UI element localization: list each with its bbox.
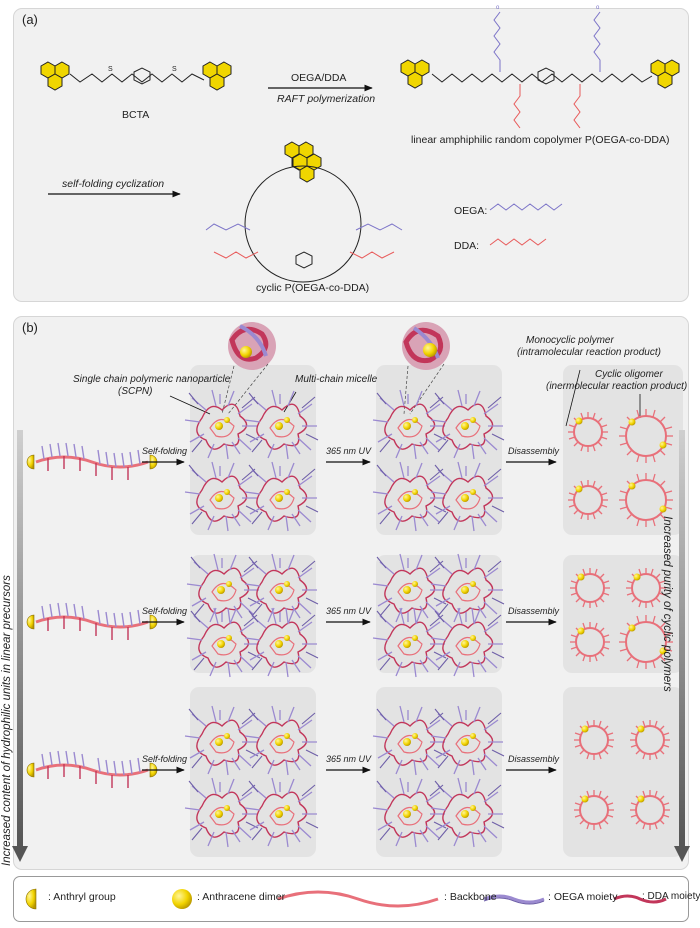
svg-text:S: S — [108, 66, 113, 73]
mono-leader — [565, 369, 581, 427]
legend-oega-label: : OEGA moiety — [548, 891, 618, 903]
linear-precursor-row3 — [25, 749, 159, 790]
cyclic-box-row1 — [563, 365, 683, 535]
legend-anthryl-label: : Anthryl group — [48, 891, 116, 903]
oligo-label-1: Cyclic oligomer — [595, 369, 663, 380]
bcta-label: BCTA — [122, 109, 150, 121]
cyclic-box-row3 — [563, 687, 683, 857]
micelle-label: Multi-chain micelle — [295, 374, 378, 385]
mono-label-2: (intramolecular reaction product) — [517, 347, 661, 358]
reagents-label: OEGA/DDA — [291, 72, 347, 84]
legend-backbone-label: : Backbone — [444, 891, 497, 903]
legend-anthryl-swatch — [25, 888, 37, 910]
mono-label-1: Monocyclic polymer — [526, 335, 614, 346]
scpn-leader — [169, 395, 211, 415]
cyclic-box-row2 — [563, 555, 683, 673]
left-trend-arrow — [12, 430, 28, 862]
dda-monomer — [489, 238, 547, 246]
legend-dda-label: : DDA moiety — [642, 891, 700, 902]
legend-oega-swatch — [483, 894, 545, 904]
scpn-label-2: (SCPN) — [118, 386, 153, 397]
right-axis-label: Increased purity of cyclic polymers — [661, 516, 673, 692]
oega-label: OEGA: — [454, 205, 488, 217]
step-uv-2: 365 nm UV — [326, 606, 372, 616]
legend: : Anthryl group : Anthracene dimer : Bac… — [13, 876, 700, 922]
step-disassembly-1: Disassembly — [508, 446, 560, 456]
zoom-inset-scpn — [221, 322, 276, 415]
rxn2-label: self-folding cyclization — [62, 178, 165, 190]
svg-text:o: o — [496, 5, 500, 11]
svg-text:o: o — [596, 5, 600, 11]
right-trend-arrow — [674, 430, 690, 862]
step-uv-3: 365 nm UV — [326, 754, 372, 764]
step-disassembly-2: Disassembly — [508, 606, 560, 616]
cyclic-product-label: cyclic P(OEGA-co-DDA) — [256, 282, 370, 294]
oega-monomer — [489, 203, 563, 211]
legend-dda-swatch — [613, 894, 667, 904]
dda-label: DDA: — [454, 240, 480, 252]
cyclic-copolymer-structure — [205, 141, 403, 283]
legend-dimer-swatch — [172, 889, 192, 909]
step-uv-1: 365 nm UV — [326, 446, 372, 456]
linear-product-label: linear amphiphilic random copolymer P(OE… — [411, 134, 670, 146]
panel-a-label: (a) — [22, 12, 38, 27]
panel-b-label: (b) — [22, 320, 38, 335]
step-disassembly-3: Disassembly — [508, 754, 560, 764]
legend-marks — [25, 888, 667, 910]
step-self-folding-2: Self-folding — [142, 606, 188, 616]
svg-text:S: S — [172, 66, 177, 73]
oligo-label-2: (inermolecular reaction product) — [546, 381, 688, 392]
step-self-folding-1: Self-folding — [142, 446, 188, 456]
linear-precursor-row1 — [25, 441, 159, 482]
legend-backbone-swatch — [277, 890, 439, 908]
legend-dimer-label: : Anthracene dimer — [197, 891, 286, 903]
step-self-folding-3: Self-folding — [142, 754, 188, 764]
linear-precursor-row2 — [25, 601, 159, 642]
left-axis-label: Increased content of hydrophilic units i… — [1, 575, 13, 866]
rxn1-label: RAFT polymerization — [277, 93, 376, 105]
scpn-label-1: Single chain polymeric nanoparticle — [73, 374, 231, 385]
zoom-inset-crosslinked — [402, 322, 450, 415]
